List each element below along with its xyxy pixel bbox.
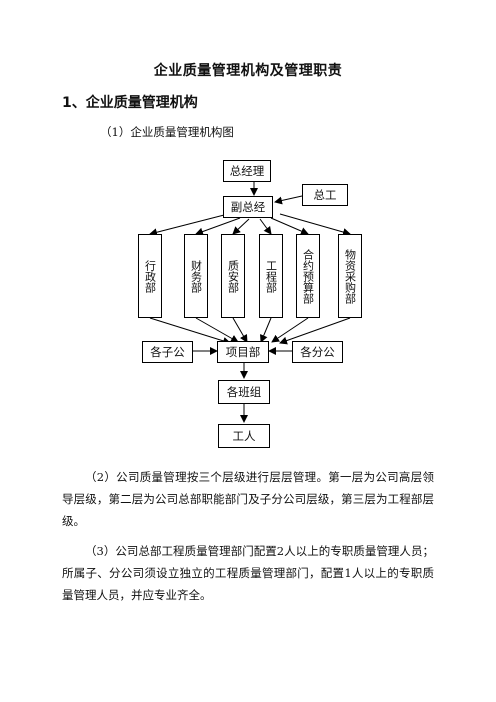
document-title: 企业质量管理机构及管理职责	[153, 63, 343, 79]
department-box-administration: 行政部	[138, 234, 162, 318]
department-label: 物资采购部	[343, 248, 357, 304]
department-label: 行政部	[143, 259, 157, 293]
branches-box: 各分公	[292, 341, 343, 363]
paragraph-quality-management-levels: （2）公司质量管理按三个层级进行层层管理。第一层为公司高层领导层级，第二层为公司…	[62, 470, 434, 528]
department-label: 财务部	[189, 259, 203, 293]
department-label: 合约预算部	[301, 248, 315, 304]
chief-engineer-box: 总工	[302, 184, 348, 206]
org-chart-connectors	[149, 182, 351, 423]
department-box-finance: 财务部	[184, 234, 208, 318]
department-label: 工程部	[264, 259, 278, 293]
teams-box: 各班组	[218, 380, 270, 404]
org-chart-caption: （1）企业质量管理机构图	[100, 125, 234, 139]
department-box-quality-safety: 质安部	[221, 234, 245, 318]
department-label: 质安部	[226, 259, 240, 293]
project-department-box: 项目部	[217, 341, 269, 363]
department-box-contract-budget: 合约预算部	[296, 234, 320, 318]
department-box-engineering: 工程部	[259, 234, 283, 318]
section-heading: 1、企业质量管理机构	[62, 95, 198, 111]
subsidiaries-box: 各子公	[142, 341, 193, 363]
deputy-general-manager-box: 副总经	[223, 196, 273, 218]
department-box-procurement: 物资采购部	[338, 234, 362, 318]
paragraph-quality-staffing: （3）公司总部工程质量管理部门配置2人以上的专职质量管理人员；所属子、分公司须设…	[62, 544, 434, 602]
org-chart: 总经理 总工 副总经 行政部 财务部 质安部 工程部 合约预算部 物资采购部 各…	[120, 150, 380, 455]
workers-box: 工人	[218, 424, 270, 448]
general-manager-box: 总经理	[223, 160, 271, 182]
